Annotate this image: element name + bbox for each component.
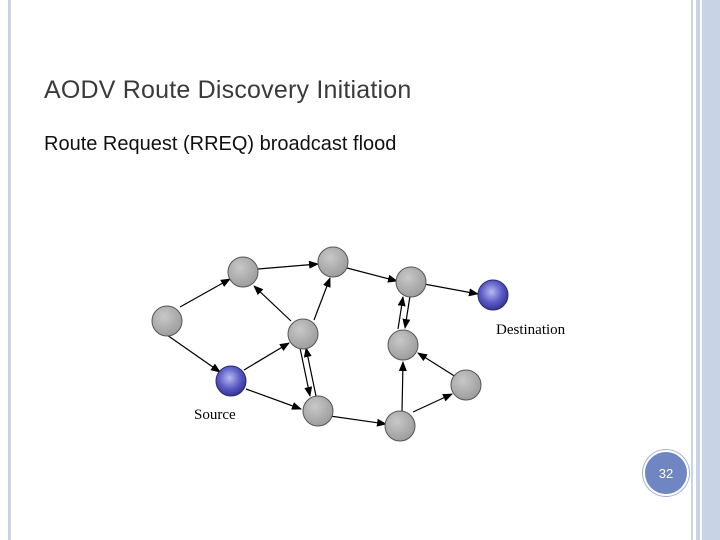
page-number-badge: 32	[643, 450, 689, 496]
edge	[402, 295, 411, 329]
edge	[417, 352, 457, 378]
network-node	[227, 256, 259, 288]
network-node	[450, 369, 482, 401]
edge	[313, 277, 331, 321]
edge	[253, 285, 292, 322]
slide-right-border	[688, 0, 720, 540]
edge	[397, 296, 406, 330]
network-node	[384, 410, 416, 442]
edge	[423, 283, 479, 297]
slide-subtitle: Route Request (RREQ) broadcast flood	[44, 133, 397, 155]
edge	[243, 342, 290, 371]
edge	[303, 347, 317, 397]
source-node	[215, 365, 247, 397]
edge	[346, 267, 398, 283]
edge	[179, 278, 231, 308]
source-label: Source	[194, 407, 236, 423]
destination-label: Destination	[496, 322, 566, 338]
network-node	[287, 318, 319, 350]
network-node	[387, 329, 419, 361]
slide-title: AODV Route Discovery Initiation	[44, 76, 412, 104]
edge	[398, 361, 407, 413]
network-node	[317, 246, 349, 278]
nodes	[151, 246, 509, 442]
edge	[166, 334, 221, 373]
destination-node	[477, 279, 509, 311]
network-node	[395, 266, 427, 298]
edge	[299, 347, 313, 397]
network-node	[302, 395, 334, 427]
edge	[245, 388, 302, 410]
edges	[166, 260, 479, 427]
network-node	[151, 305, 183, 337]
edge	[412, 393, 453, 413]
edge	[329, 415, 387, 427]
slide-left-border	[8, 0, 11, 540]
edge	[257, 260, 319, 270]
